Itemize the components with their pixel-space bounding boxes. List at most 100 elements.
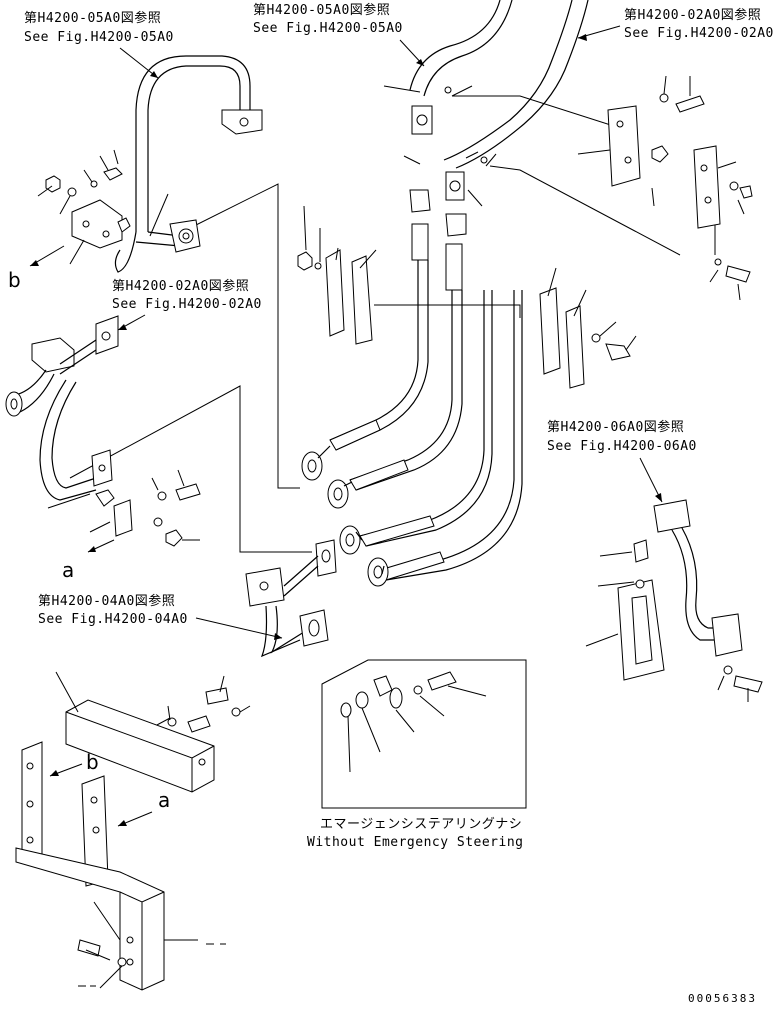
flange-block-bottom <box>711 613 743 657</box>
clamps-center <box>297 205 637 389</box>
hose-sleeve-left <box>411 223 429 261</box>
washer-icon <box>659 93 669 103</box>
flange-hole <box>239 117 249 127</box>
line-mid-left-clamp <box>69 385 312 553</box>
emergency-note-jp: エマージェンシステアリングナシ <box>320 817 523 832</box>
o-ring-icon <box>355 691 369 709</box>
bolt-icon <box>187 715 211 733</box>
washer-icon <box>90 180 98 188</box>
bolt-icon <box>427 671 457 691</box>
arrowhead <box>655 493 662 502</box>
ref-06a0-en: See Fig.H4200-06A0 <box>547 439 697 454</box>
washer-icon <box>117 957 127 967</box>
emergency-frame <box>321 659 527 809</box>
nut-icon <box>45 175 61 193</box>
hose-armor-1 <box>329 419 381 451</box>
reference-leaders <box>117 25 663 640</box>
document-number: 00056383 <box>688 992 757 1005</box>
bracket-rail <box>65 699 215 793</box>
plug-icon <box>340 702 352 718</box>
arrowhead <box>578 34 587 41</box>
bolt-icon <box>175 483 201 501</box>
ref-05a0-left-jp: 第H4200-05A0図参照 <box>24 11 162 26</box>
clamp-plate <box>71 199 123 249</box>
pipe-center-bottom <box>245 539 337 658</box>
clamp-half-b <box>351 255 373 345</box>
fitting-icon <box>373 675 393 697</box>
bolt-icon <box>205 687 229 705</box>
pipe-bend-lower <box>114 231 137 273</box>
hose-right-top <box>443 0 573 161</box>
pipe-mid-left <box>5 315 201 553</box>
arrowhead <box>150 71 158 78</box>
ref-04a0-jp: 第H4200-04A0図参照 <box>38 594 176 609</box>
emergency-steering-parts <box>340 671 487 773</box>
washer-icon <box>729 181 739 191</box>
pipe-outer <box>147 65 241 232</box>
bolt-icon <box>675 95 705 113</box>
emergency-note-en: Without Emergency Steering <box>307 835 524 850</box>
clamp-half-c <box>539 287 561 375</box>
leader-ref-04a0 <box>195 617 283 639</box>
clamp-assembly-upper-left <box>29 149 131 267</box>
bolt-icon <box>733 675 763 693</box>
hoses-top-center <box>329 0 589 581</box>
view-letter-b-bottom: b <box>86 750 99 774</box>
washer-icon <box>413 685 423 695</box>
hose-ends <box>301 419 445 587</box>
ref-04a0-en: See Fig.H4200-04A0 <box>38 612 188 627</box>
arrowhead <box>118 324 127 330</box>
bracket-plate-b <box>693 145 721 229</box>
pipe-inner <box>135 55 251 232</box>
washer-icon <box>314 262 322 270</box>
washer-icon <box>591 333 601 343</box>
view-letter-a-mid: a <box>62 558 75 582</box>
hose-armor-2 <box>349 459 409 491</box>
washer-icon <box>157 491 167 501</box>
washer-icon <box>153 517 163 527</box>
ref-05a0-top-en: See Fig.H4200-05A0 <box>253 21 403 36</box>
line-center-clamp <box>374 304 521 318</box>
bracket-plate-a <box>607 105 641 187</box>
bolt-icon <box>77 939 101 957</box>
ref-02a0-top-jp: 第H4200-02A0図参照 <box>624 8 762 23</box>
clamp-half-a <box>325 249 345 337</box>
flange-block-left <box>31 337 75 373</box>
hose-sleeve-right <box>445 243 463 291</box>
washer-icon <box>723 665 733 675</box>
nut-icon <box>739 185 753 199</box>
clamp-plate-b <box>113 499 133 537</box>
view-letter-a-bottom: a <box>158 788 171 812</box>
frame-bracket-bottom-left <box>15 671 251 991</box>
ref-05a0-top-jp: 第H4200-05A0図参照 <box>253 3 391 18</box>
bolt-icon <box>605 343 631 361</box>
ref-06a0-jp: 第H4200-06A0図参照 <box>547 420 685 435</box>
washer-icon <box>714 258 722 266</box>
bolt-icon <box>725 265 751 283</box>
line-top-bracket <box>452 95 621 129</box>
washer-icon <box>635 579 645 589</box>
ref-02a0-mid-jp: 第H4200-02A0図参照 <box>112 279 250 294</box>
brackets-top-right <box>577 75 753 301</box>
leader-ref-05a0-left <box>119 47 159 79</box>
arrowhead <box>274 633 282 640</box>
ref-05a0-left-en: See Fig.H4200-05A0 <box>24 30 174 45</box>
bolt-icon <box>103 167 123 181</box>
hose-left-top <box>409 0 501 91</box>
ref-02a0-mid-en: See Fig.H4200-02A0 <box>112 297 262 312</box>
clamp-half-d <box>565 305 585 389</box>
line-right-bracket <box>489 165 681 256</box>
leader <box>149 193 169 237</box>
nut-icon <box>651 145 669 163</box>
flange-block-top <box>653 499 691 533</box>
nut-icon <box>297 251 313 271</box>
hose-armor-3 <box>359 515 435 547</box>
split-flange-icon <box>389 687 403 709</box>
line-upper-left-clamp <box>189 183 300 489</box>
bolt-icon <box>633 539 649 563</box>
view-letter-b-top: b <box>8 268 21 292</box>
pipe-upper-left <box>114 55 263 273</box>
washer-icon <box>67 187 77 197</box>
